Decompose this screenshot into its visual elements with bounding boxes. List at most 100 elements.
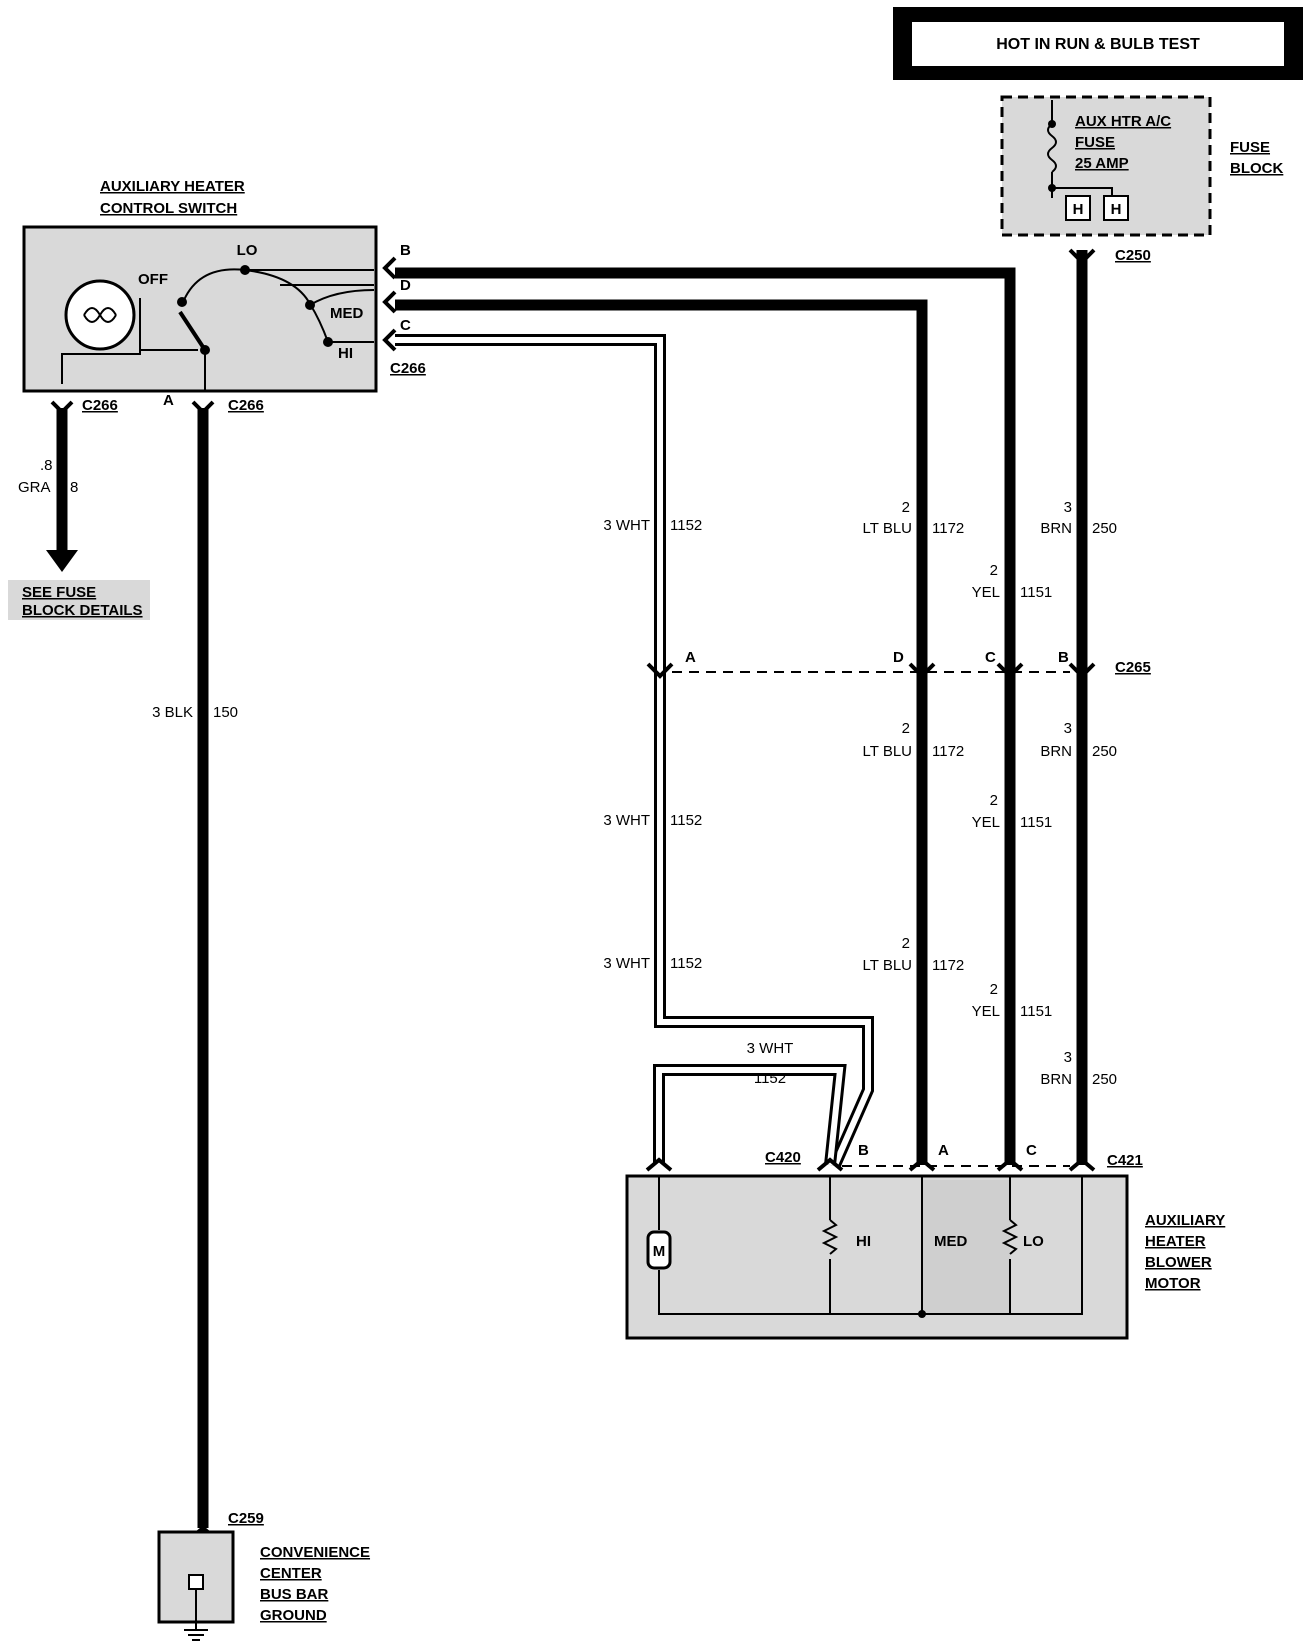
fuse-name: AUX HTR A/C xyxy=(1075,113,1171,130)
fuse-icon xyxy=(1047,123,1057,173)
blk-label: 3 BLK xyxy=(152,704,193,721)
switch-pin-a: A xyxy=(163,392,174,409)
brn-gauge-1: 3 xyxy=(1064,499,1072,516)
yel-circuit-2: 1151 xyxy=(1020,814,1052,831)
fuse-terminal-2-label: H xyxy=(1111,201,1122,218)
wire-wht-1152-loop xyxy=(653,1064,847,1166)
resistor-hi-icon xyxy=(821,1219,839,1255)
c265-pin-a: A xyxy=(685,649,696,666)
motor-label-4: MOTOR xyxy=(1145,1275,1201,1292)
c265-pin-c: C xyxy=(985,649,996,666)
fuse-terminal-1-label: H xyxy=(1073,201,1084,218)
ground-label-3: BUS BAR xyxy=(260,1586,329,1603)
connector-c266-a: C266 xyxy=(228,397,264,414)
see-fuse-block-note: SEE FUSE BLOCK DETAILS xyxy=(8,580,150,620)
fuse-terminal-2 xyxy=(1103,195,1129,221)
switch-label-1: AUXILIARY HEATER xyxy=(100,178,245,195)
wire-wht-1152 xyxy=(395,334,874,1168)
wht-circuit-3: 1152 xyxy=(670,955,702,972)
auxiliary-heater-control-switch: AUXILIARY HEATER CONTROL SWITCH LO OFF M… xyxy=(22,178,426,414)
yel-gauge-2: 2 xyxy=(990,792,998,809)
switch-label-2: CONTROL SWITCH xyxy=(100,200,237,217)
ltblu-circuit-1: 1172 xyxy=(932,520,964,537)
ground-label-1: CONVENIENCE xyxy=(260,1544,370,1561)
connector-c250: C250 xyxy=(1115,247,1151,264)
yel-label-2: YEL xyxy=(972,814,1000,831)
motor-speed-hi: HI xyxy=(856,1233,871,1250)
convenience-center-ground: C259 CONVENIENCE CENTER BUS BAR GROUND xyxy=(157,1510,370,1641)
fuse-block: H H AUX HTR A/C FUSE 25 AMP FUSE BLOCK C… xyxy=(1000,95,1283,264)
gra-circuit: 8 xyxy=(70,479,78,496)
wht-circuit-2: 1152 xyxy=(670,812,702,829)
ground-label-2: CENTER xyxy=(260,1565,322,1582)
motor-m-label: M xyxy=(653,1243,666,1260)
connector-c421: C421 xyxy=(1107,1152,1143,1169)
power-source-header: HOT IN RUN & BULB TEST xyxy=(893,7,1303,80)
ltblu-gauge-3: 2 xyxy=(902,935,910,952)
wire-yel-1151 xyxy=(395,267,1016,1165)
ltblu-circuit-3: 1172 xyxy=(932,957,964,974)
brn-label-3: BRN xyxy=(1040,1071,1072,1088)
switch-wiper xyxy=(178,310,207,352)
auxiliary-heater-blower-motor: M HI MED LO C420 B A C C421 AUXILIARY HE… xyxy=(625,1142,1225,1340)
c265-label: C265 xyxy=(1115,659,1151,676)
yel-gauge-1: 2 xyxy=(990,562,998,579)
wht-label-3: 3 WHT xyxy=(603,955,650,972)
wire-labels: .8 GRA 8 3 BLK 150 3 WHT 1152 3 WHT 1152… xyxy=(18,457,1117,1088)
note-line-2: BLOCK DETAILS xyxy=(22,602,143,619)
ground-label-4: GROUND xyxy=(260,1607,327,1624)
fuse-block-label-1: FUSE xyxy=(1230,139,1270,156)
gra-gauge: .8 xyxy=(40,457,53,474)
motor-pin-c: C xyxy=(1026,1142,1037,1159)
ltblu-circuit-2: 1172 xyxy=(932,743,964,760)
brn-gauge-2: 3 xyxy=(1064,720,1072,737)
c265-pin-d: D xyxy=(893,649,904,666)
brn-label-1: BRN xyxy=(1040,520,1072,537)
motor-pin-b: B xyxy=(858,1142,869,1159)
connector-c420: C420 xyxy=(765,1149,801,1166)
blk-circuit: 150 xyxy=(213,704,238,721)
ground-icon xyxy=(184,1622,208,1641)
yel-label-3: YEL xyxy=(972,1003,1000,1020)
yel-circuit-3: 1151 xyxy=(1020,1003,1052,1020)
motor-icon xyxy=(646,1230,672,1270)
motor-label-1: AUXILIARY xyxy=(1145,1212,1225,1229)
c266-right-chevrons xyxy=(382,256,397,352)
note-line-1: SEE FUSE xyxy=(22,584,96,601)
switch-pin-b: B xyxy=(400,242,411,259)
brn-circuit-1: 250 xyxy=(1092,520,1117,537)
fuse-type: FUSE xyxy=(1075,134,1115,151)
brn-gauge-3: 3 xyxy=(1064,1049,1072,1066)
fuse-block-label-2: BLOCK xyxy=(1230,160,1283,177)
fuse-terminal-1 xyxy=(1065,195,1091,221)
wht-label-1: 3 WHT xyxy=(603,517,650,534)
ltblu-label-1: LT BLU xyxy=(863,520,912,537)
arrow-down-icon xyxy=(46,550,78,572)
ltblu-label-3: LT BLU xyxy=(863,957,912,974)
connector-c266-right: C266 xyxy=(390,360,426,377)
wht-label-2: 3 WHT xyxy=(603,812,650,829)
yel-label-1: YEL xyxy=(972,584,1000,601)
switch-pin-c: C xyxy=(400,317,411,334)
brn-circuit-3: 250 xyxy=(1092,1071,1117,1088)
switch-pos-med: MED xyxy=(330,305,364,322)
connector-c265: A D C B C265 xyxy=(672,649,1151,676)
switch-pos-off: OFF xyxy=(138,271,168,288)
gra-color: GRA xyxy=(18,479,51,496)
switch-pos-lo: LO xyxy=(237,242,258,259)
motor-wht-circuit: 1152 xyxy=(754,1070,786,1087)
resistor-lo-icon xyxy=(1001,1219,1019,1255)
c265-pin-b: B xyxy=(1058,649,1069,666)
connector-c259: C259 xyxy=(228,1510,264,1527)
motor-pin-a: A xyxy=(938,1142,949,1159)
ltblu-gauge-1: 2 xyxy=(902,499,910,516)
wire-ltblu-1172 xyxy=(395,299,928,1165)
motor-label-3: BLOWER xyxy=(1145,1254,1212,1271)
header-title: HOT IN RUN & BULB TEST xyxy=(996,36,1200,53)
wht-circuit-1: 1152 xyxy=(670,517,702,534)
switch-pin-d: D xyxy=(400,277,411,294)
motor-wht-label: 3 WHT xyxy=(747,1040,794,1057)
yel-gauge-3: 2 xyxy=(990,981,998,998)
switch-pos-hi: HI xyxy=(338,345,353,362)
